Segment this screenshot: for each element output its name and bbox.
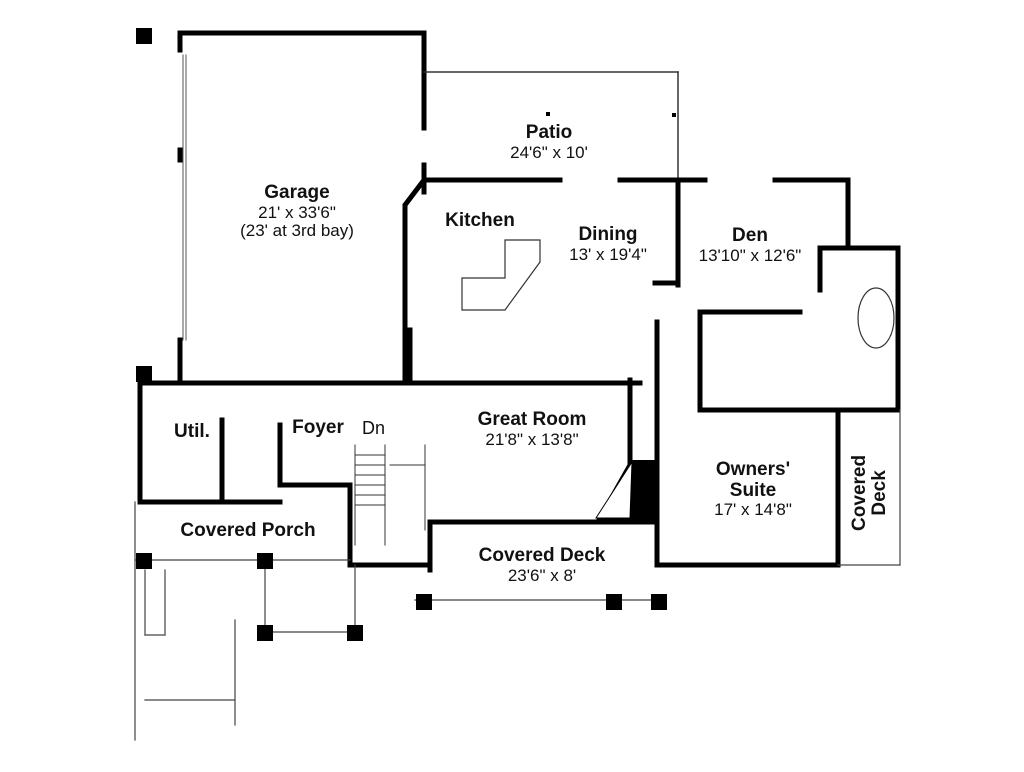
room-note: (23' at 3rd bay): [240, 220, 354, 240]
room-covered-deck-rear: Covered Deck 23'6" x 8': [478, 545, 606, 585]
room-dims: 23'6" x 8': [507, 565, 577, 585]
room-name: Garage: [264, 182, 330, 203]
stairs-down-label: Dn: [362, 418, 386, 438]
room-name: Covered Porch: [180, 520, 316, 541]
room-name-line2: Deck: [869, 470, 890, 516]
garage-door-lines: [182, 54, 187, 341]
garage-walls: [137, 30, 427, 386]
kitchen-island: [461, 239, 541, 311]
room-name: Dining: [578, 224, 638, 245]
patio-outline: [423, 71, 679, 179]
room-owners-suite: Owners' Suite 17' x 14'8": [714, 459, 792, 520]
room-dims: 21' x 33'6": [258, 202, 336, 222]
room-dims: 13' x 19'4": [569, 244, 647, 264]
room-dims: 13'10" x 12'6": [698, 245, 802, 265]
room-name: Patio: [525, 122, 573, 143]
room-name: Util.: [174, 421, 210, 442]
room-dims: 21'8" x 13'8": [485, 429, 579, 449]
room-name: Foyer: [292, 417, 344, 438]
posts: [136, 28, 667, 641]
stairs: [354, 444, 426, 546]
room-covered-porch: Covered Porch: [180, 520, 316, 542]
room-patio: Patio 24'6" x 10': [510, 122, 588, 162]
room-name: Den: [732, 225, 768, 246]
room-den: Den 13'10" x 12'6": [698, 225, 802, 265]
room-name: Owners': [715, 459, 791, 480]
room-name: Great Room: [477, 409, 587, 430]
room-name: Covered: [849, 454, 871, 531]
room-name: Kitchen: [445, 210, 515, 231]
room-kitchen: Kitchen: [445, 210, 515, 232]
room-covered-deck-side: Covered Deck: [849, 443, 890, 543]
room-name: Covered Deck: [478, 545, 606, 566]
room-dims: 24'6" x 10': [510, 142, 588, 162]
room-dining: Dining 13' x 19'4": [569, 224, 647, 264]
room-great-room: Great Room 21'8" x 13'8": [477, 409, 587, 449]
room-garage: Garage 21' x 33'6" (23' at 3rd bay): [240, 182, 354, 240]
room-foyer: Foyer: [292, 417, 344, 439]
room-name-line2: Suite: [729, 479, 777, 501]
room-dims: 17' x 14'8": [714, 500, 792, 520]
room-util: Util.: [174, 421, 210, 443]
